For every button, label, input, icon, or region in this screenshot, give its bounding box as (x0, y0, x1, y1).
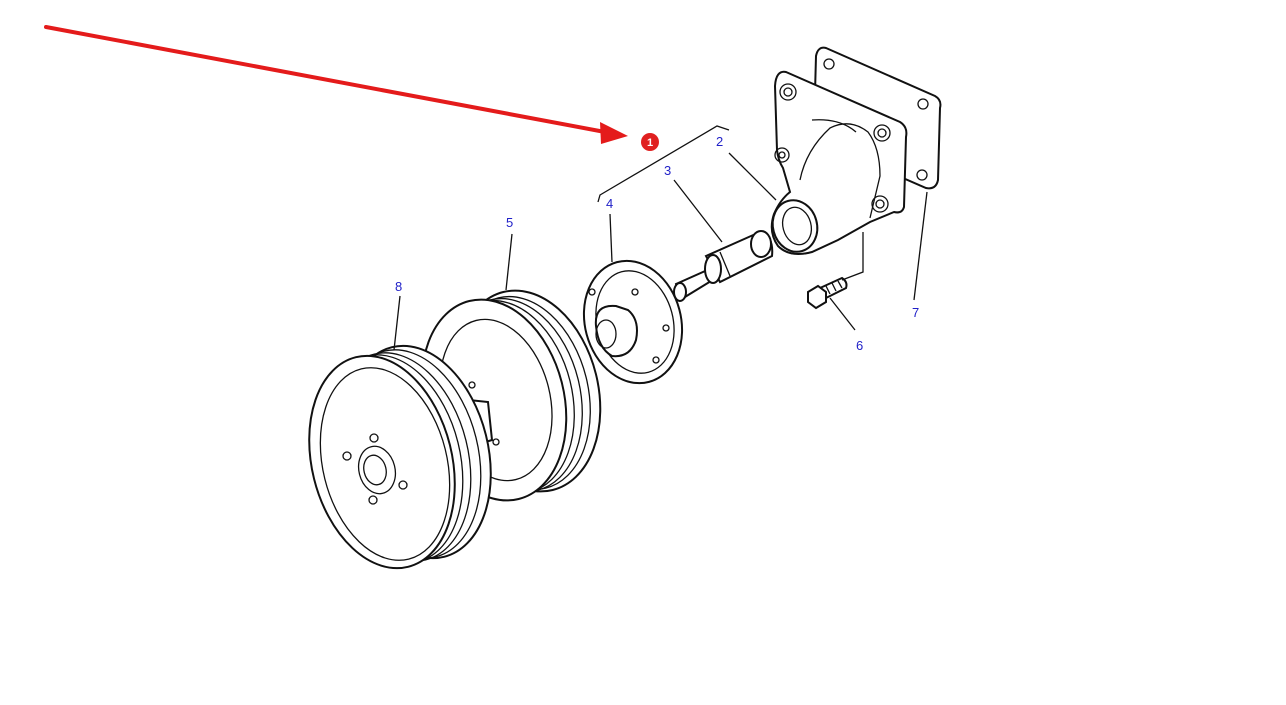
callout-2[interactable]: 2 (716, 134, 723, 149)
part-pulley-outer[interactable] (288, 330, 512, 583)
callout-5[interactable]: 5 (506, 215, 513, 230)
callout-3[interactable]: 3 (664, 163, 671, 178)
callout-labels: 2 3 4 5 8 6 7 (395, 134, 919, 353)
badge-number: 1 (647, 137, 653, 149)
part-bolt[interactable] (807, 232, 864, 310)
callout-4[interactable]: 4 (606, 196, 613, 211)
highlight-badge[interactable]: 1 (641, 133, 659, 151)
leader-lines (393, 152, 928, 351)
callout-7[interactable]: 7 (912, 305, 919, 320)
part-pump-housing[interactable] (767, 70, 908, 257)
callout-6[interactable]: 6 (856, 338, 863, 353)
callout-8[interactable]: 8 (395, 279, 402, 294)
highlight-arrow (44, 25, 628, 144)
part-hub-flange[interactable] (571, 250, 696, 395)
part-shaft[interactable] (673, 230, 774, 302)
group-bracket (597, 125, 730, 203)
